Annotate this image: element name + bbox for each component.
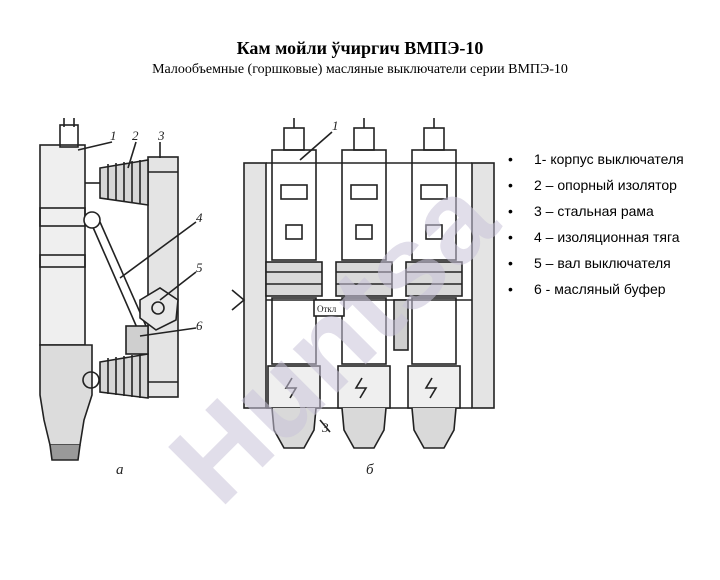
legend-list: 1- корпус выключателя 2 – опорный изолят… bbox=[508, 150, 708, 306]
callout-a-4: 4 bbox=[196, 210, 203, 225]
legend-item: 6 - масляный буфер bbox=[508, 280, 708, 298]
legend-item: 5 – вал выключателя bbox=[508, 254, 708, 272]
callout-a-3: 3 bbox=[157, 128, 165, 143]
drawing-b-front-view bbox=[231, 118, 495, 449]
callout-b-3: 3 bbox=[321, 420, 329, 435]
pole-3 bbox=[405, 118, 463, 449]
slide-subtitle: Малообъемные (горшковые) масляные выключ… bbox=[152, 62, 568, 77]
drawing-a-caption: а bbox=[116, 462, 124, 478]
switch-drawing: 1 2 3 4 5 6 а 1 3 б Откл bbox=[39, 118, 495, 478]
legend-item: 3 – стальная рама bbox=[508, 202, 708, 220]
callout-b-1: 1 bbox=[332, 118, 339, 133]
callout-a-6: 6 bbox=[196, 318, 203, 333]
pole-2 bbox=[335, 118, 393, 449]
pole-1 bbox=[265, 118, 323, 449]
position-plate-label: Откл bbox=[317, 304, 337, 314]
slide-title: Кам мойли ўчиргич ВМПЭ-10 bbox=[236, 38, 484, 58]
legend-item: 2 – опорный изолятор bbox=[508, 176, 708, 194]
callout-a-5: 5 bbox=[196, 260, 203, 275]
callout-a-1: 1 bbox=[110, 128, 117, 143]
legend-item: 1- корпус выключателя bbox=[508, 150, 708, 168]
legend-item: 4 – изоляционная тяга bbox=[508, 228, 708, 246]
drawing-b-caption: б bbox=[366, 462, 374, 478]
drawing-a-side-view bbox=[39, 118, 197, 461]
callout-a-2: 2 bbox=[132, 128, 139, 143]
